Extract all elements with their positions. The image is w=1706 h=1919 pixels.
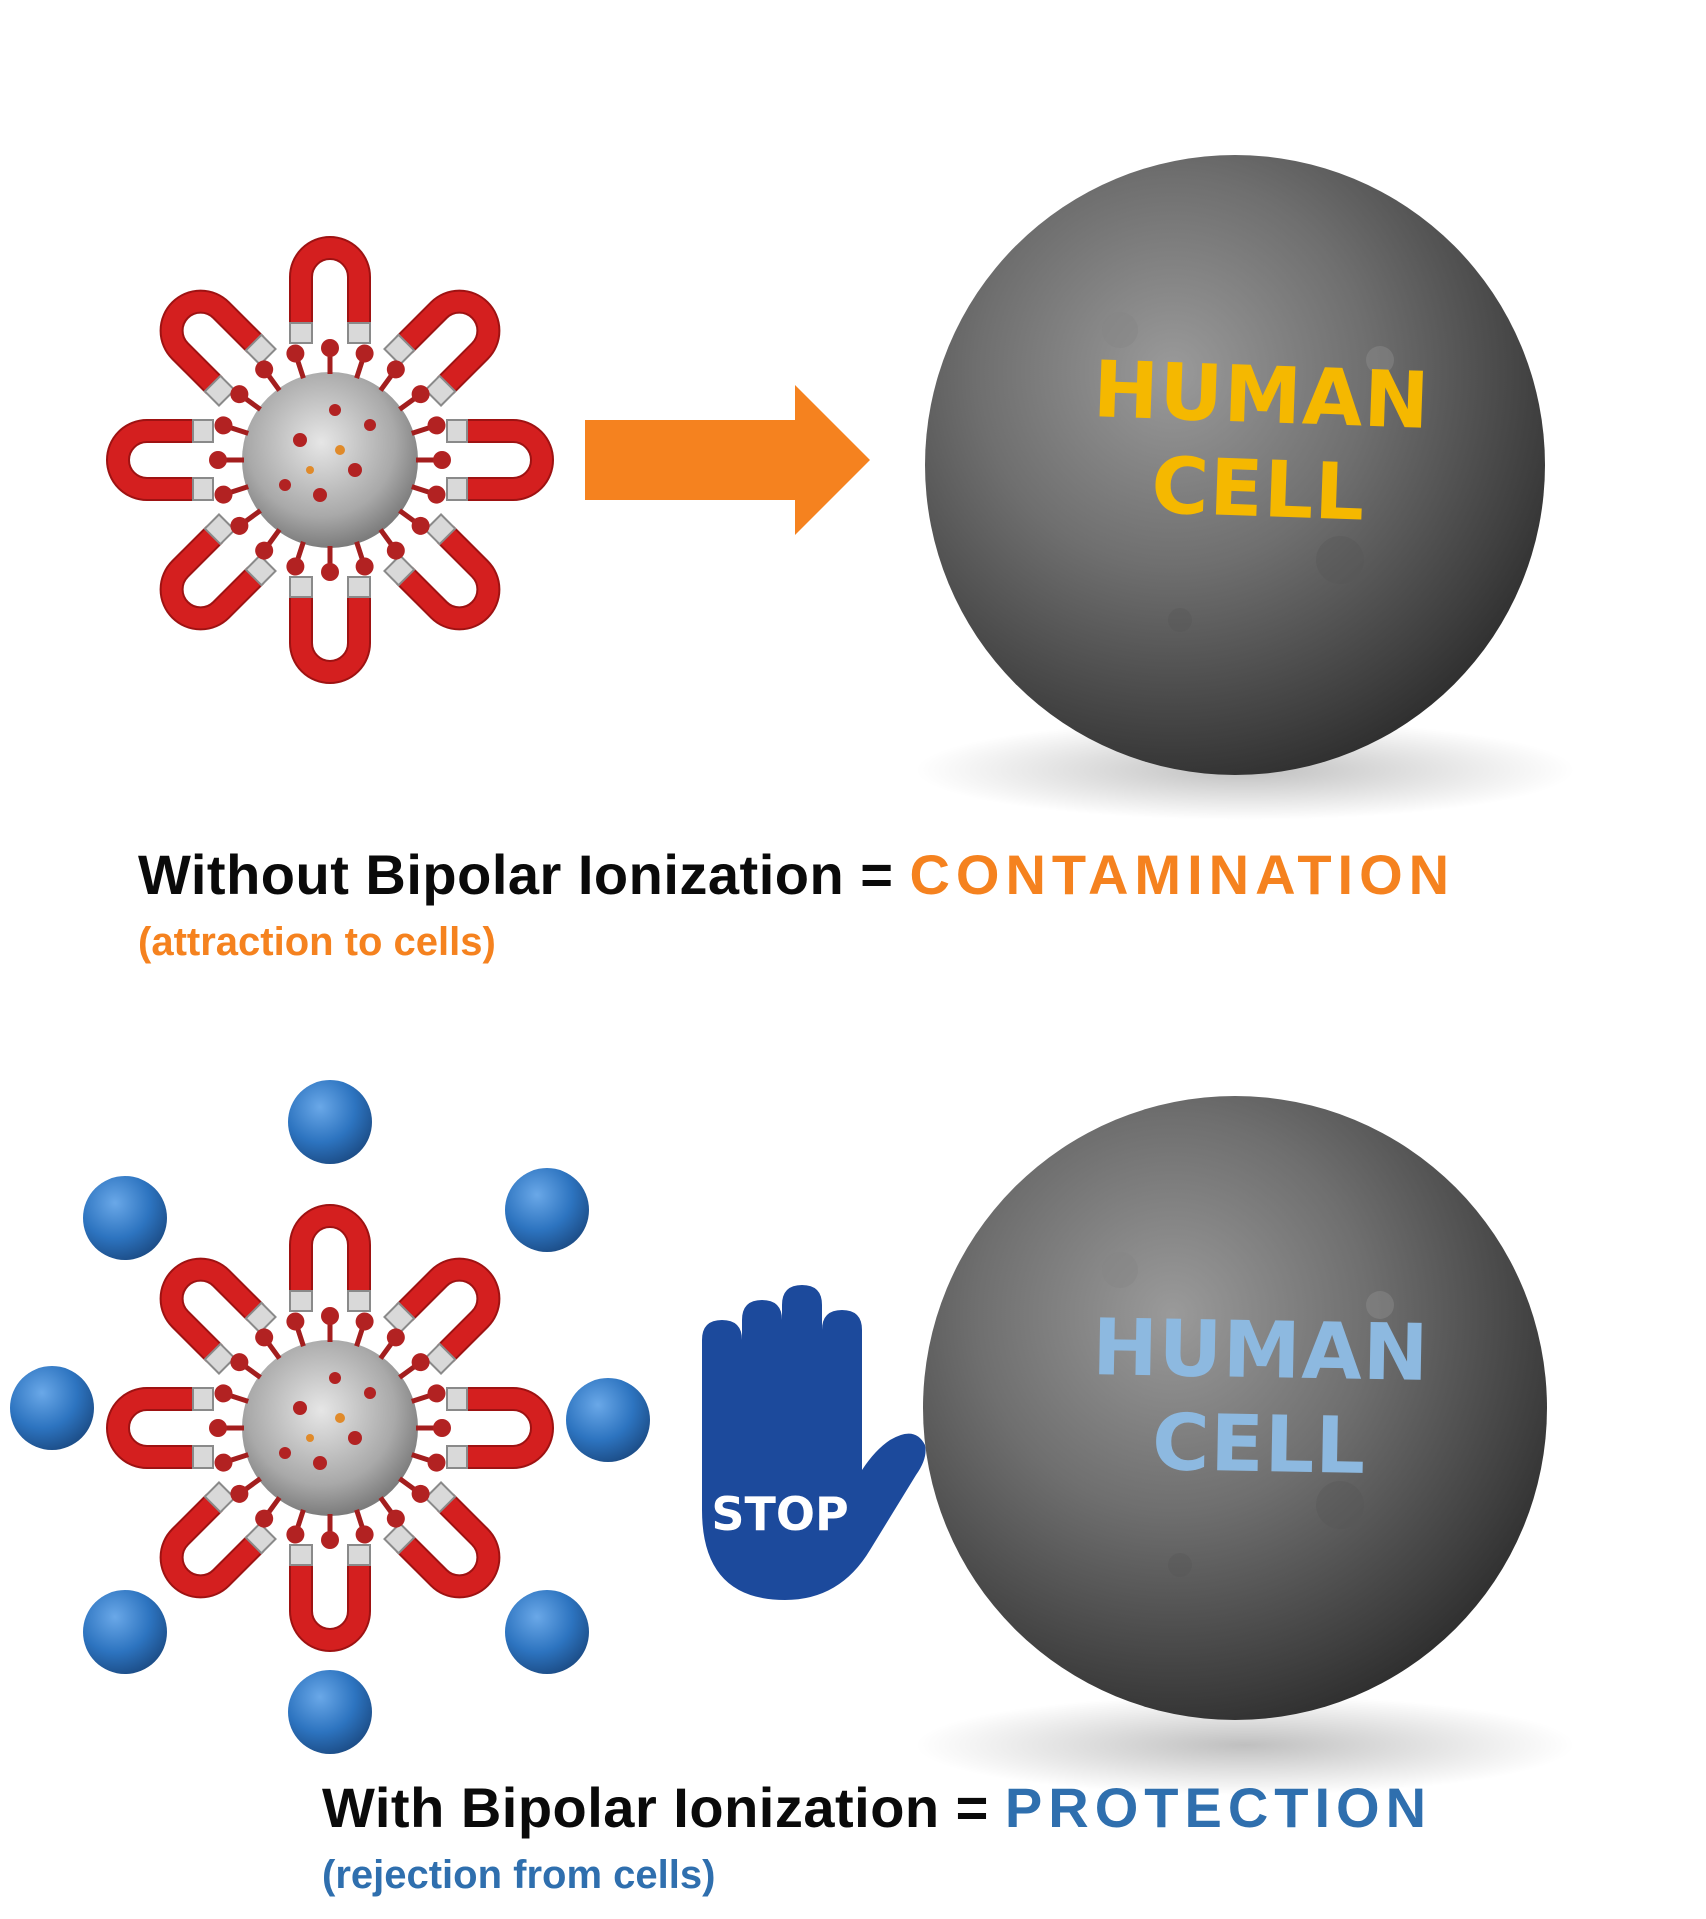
ion-sphere-icon (10, 1366, 94, 1450)
protection-scene: STOP (10, 1080, 1575, 1795)
horseshoe-magnet-icon (143, 1481, 277, 1615)
ion-sphere-icon (566, 1378, 650, 1462)
caption: With Bipolar Ionization = PROTECTION (322, 1775, 1432, 1840)
human-cell-sphere (923, 1096, 1547, 1720)
caption-outcome: CONTAMINATION (909, 843, 1456, 906)
horseshoe-magnet-icon (106, 1387, 214, 1469)
horseshoe-magnet-icon (446, 419, 554, 501)
stop-hand-icon: STOP (702, 1285, 926, 1600)
horseshoe-magnet-icon (446, 1387, 554, 1469)
ion-sphere-icon (83, 1176, 167, 1260)
horseshoe-magnet-icon (143, 513, 277, 647)
cell-label-line2: CELL (1149, 440, 1367, 539)
ion-sphere-icon (288, 1670, 372, 1754)
cell-label-line1: HUMAN (1091, 1303, 1431, 1399)
cell-label-line2: CELL (1151, 1397, 1367, 1492)
horseshoe-magnet-icon (143, 1241, 277, 1375)
ion-sphere-icon (83, 1590, 167, 1674)
caption-sub: (rejection from cells) (322, 1853, 716, 1897)
caption-sub: (attraction to cells) (138, 920, 496, 964)
caption-prefix: Without Bipolar Ionization = (138, 843, 910, 906)
horseshoe-magnet-icon (289, 1544, 371, 1652)
horseshoe-magnet-icon (106, 419, 214, 501)
horseshoe-magnet-icon (289, 576, 371, 684)
protection-panel: STOP HUMAN CELL With Bipolar Ionization … (0, 960, 1706, 1919)
horseshoe-magnet-icon (143, 273, 277, 407)
horseshoe-magnet-icon (383, 273, 517, 407)
human-cell-sphere (925, 155, 1545, 775)
cell-label-line1: HUMAN (1091, 345, 1432, 447)
horseshoe-magnet-icon (289, 236, 371, 344)
cell-label: HUMAN CELL (1058, 1302, 1461, 1496)
coronavirus-icon (209, 1307, 451, 1549)
ion-sphere-icon (288, 1080, 372, 1164)
right-arrow-icon (585, 385, 870, 535)
horseshoe-magnet-icon (289, 1204, 371, 1312)
caption-prefix: With Bipolar Ionization = (322, 1776, 1005, 1839)
ion-sphere-icon (505, 1590, 589, 1674)
ion-sphere-icon (505, 1168, 589, 1252)
cell-label: HUMAN CELL (1057, 343, 1463, 544)
caption: Without Bipolar Ionization = CONTAMINATI… (138, 842, 1455, 907)
ion-ring (10, 1080, 650, 1754)
stop-text: STOP (711, 1487, 848, 1541)
horseshoe-magnet-icon (383, 513, 517, 647)
horseshoe-magnet-icon (383, 1241, 517, 1375)
coronavirus-icon (209, 339, 451, 581)
contamination-scene (106, 155, 1575, 820)
contamination-panel: HUMAN CELL Without Bipolar Ionization = … (106, 155, 1575, 964)
horseshoe-magnet-icon (383, 1481, 517, 1615)
caption-outcome: PROTECTION (1004, 1776, 1433, 1839)
